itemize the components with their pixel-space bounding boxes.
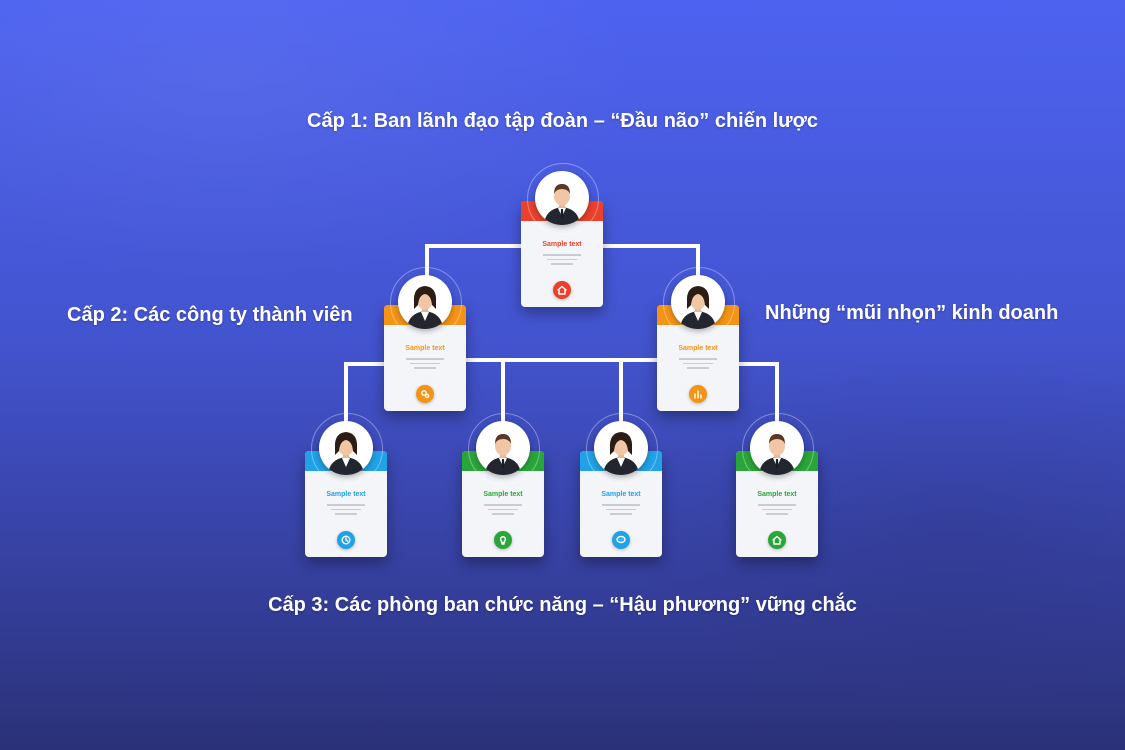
placeholder-text-lines xyxy=(327,504,365,518)
avatar-ring xyxy=(311,413,383,485)
card-title: Sample text xyxy=(326,491,366,498)
card-title: Sample text xyxy=(601,491,641,498)
avatar-ring xyxy=(742,413,814,485)
businesswoman-avatar-icon xyxy=(671,275,725,329)
businessman-avatar-icon xyxy=(750,421,804,475)
card-title: Sample text xyxy=(757,491,797,498)
gears-icon[interactable] xyxy=(416,385,434,403)
businesswoman-avatar-icon xyxy=(398,275,452,329)
placeholder-text-lines xyxy=(758,504,796,518)
card-title: Sample text xyxy=(483,491,523,498)
avatar-ring xyxy=(527,163,599,235)
avatar-ring xyxy=(468,413,540,485)
avatar-ring xyxy=(586,413,658,485)
placeholder-text-lines xyxy=(602,504,640,518)
org-card-bottom-4[interactable]: Sample text xyxy=(736,413,818,557)
org-card-bottom-3[interactable]: Sample text xyxy=(580,413,662,557)
level-1-label: Cấp 1: Ban lãnh đạo tập đoàn – “Đầu não”… xyxy=(307,110,818,132)
avatar-ring xyxy=(663,267,735,339)
card-title: Sample text xyxy=(542,241,582,248)
businessman-avatar-icon xyxy=(476,421,530,475)
lightbulb-icon[interactable] xyxy=(494,531,512,549)
org-card-bottom-1[interactable]: Sample text xyxy=(305,413,387,557)
placeholder-text-lines xyxy=(679,358,717,372)
level-2-subtitle: Những “mũi nhọn” kinh doanh xyxy=(765,302,1059,324)
placeholder-text-lines xyxy=(543,254,581,268)
bar-chart-icon[interactable] xyxy=(689,385,707,403)
avatar-ring xyxy=(390,267,462,339)
org-card-bottom-2[interactable]: Sample text xyxy=(462,413,544,557)
businesswoman-avatar-icon xyxy=(594,421,648,475)
card-title: Sample text xyxy=(405,345,445,352)
placeholder-text-lines xyxy=(484,504,522,518)
org-card-top[interactable]: Sample text xyxy=(521,163,603,307)
org-card-mid-left[interactable]: Sample text xyxy=(384,267,466,411)
businesswoman-avatar-icon xyxy=(319,421,373,475)
org-card-mid-right[interactable]: Sample text xyxy=(657,267,739,411)
card-title: Sample text xyxy=(678,345,718,352)
level-3-label: Cấp 3: Các phòng ban chức năng – “Hậu ph… xyxy=(268,594,857,616)
house-dollar-icon[interactable] xyxy=(553,281,571,299)
house-dollar-icon[interactable] xyxy=(768,531,786,549)
clock-icon[interactable] xyxy=(337,531,355,549)
businessman-avatar-icon xyxy=(535,171,589,225)
placeholder-text-lines xyxy=(406,358,444,372)
level-2-label: Cấp 2: Các công ty thành viên xyxy=(67,304,353,326)
chat-bubble-icon[interactable] xyxy=(612,531,630,549)
